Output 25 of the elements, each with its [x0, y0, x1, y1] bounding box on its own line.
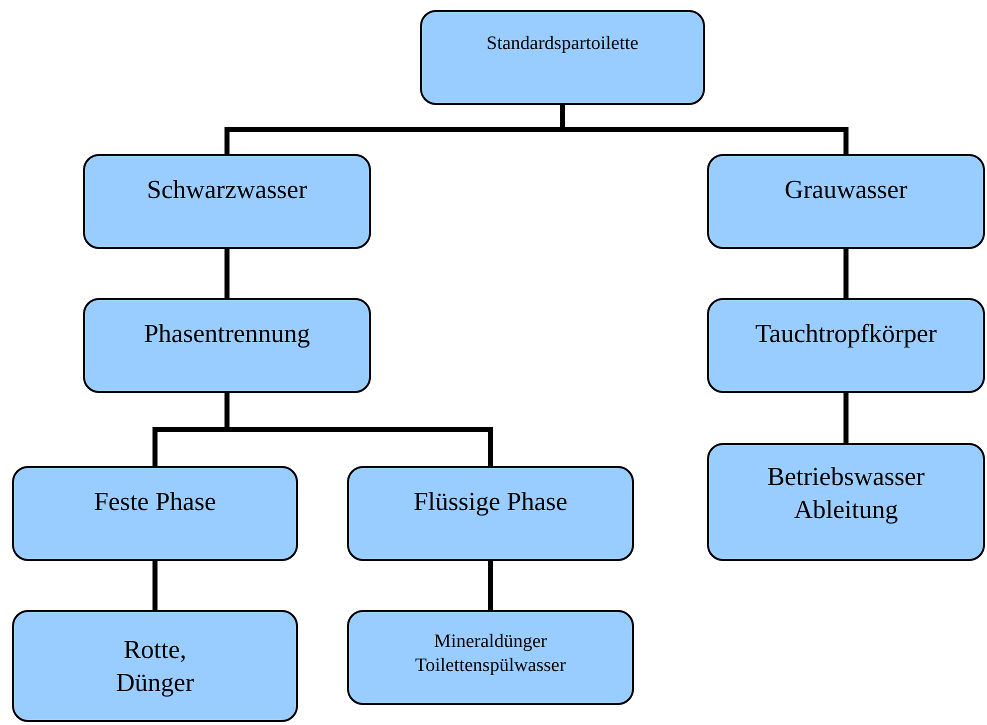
process-box — [420, 10, 705, 105]
connector-line — [844, 249, 848, 298]
process-box — [707, 443, 985, 561]
process-box — [347, 610, 634, 705]
box-label: Mineraldünger Toilettenspülwasser — [414, 630, 567, 678]
box-label: Grauwasser — [784, 174, 908, 206]
process-box — [707, 154, 985, 249]
process-box — [12, 610, 298, 722]
process-box — [83, 298, 371, 393]
process-box — [707, 298, 985, 393]
process-box — [83, 154, 371, 249]
box-label: Betriebswasser Ableitung — [766, 461, 926, 526]
process-box — [347, 466, 634, 561]
connector-line — [844, 393, 848, 443]
box-label: Rotte, Dünger — [115, 634, 195, 699]
process-box — [12, 466, 298, 561]
box-label: Phasentrennung — [144, 318, 310, 350]
connector-line — [488, 561, 493, 610]
box-label: Standardspartoilette — [486, 32, 638, 56]
box-label: Tauchtropfkörper — [755, 318, 937, 350]
connector-line — [152, 561, 158, 610]
box-label: Flüssige Phase — [414, 486, 568, 518]
connector-line — [224, 249, 230, 298]
box-label: Feste Phase — [94, 486, 216, 518]
box-label: Schwarzwasser — [146, 174, 308, 206]
